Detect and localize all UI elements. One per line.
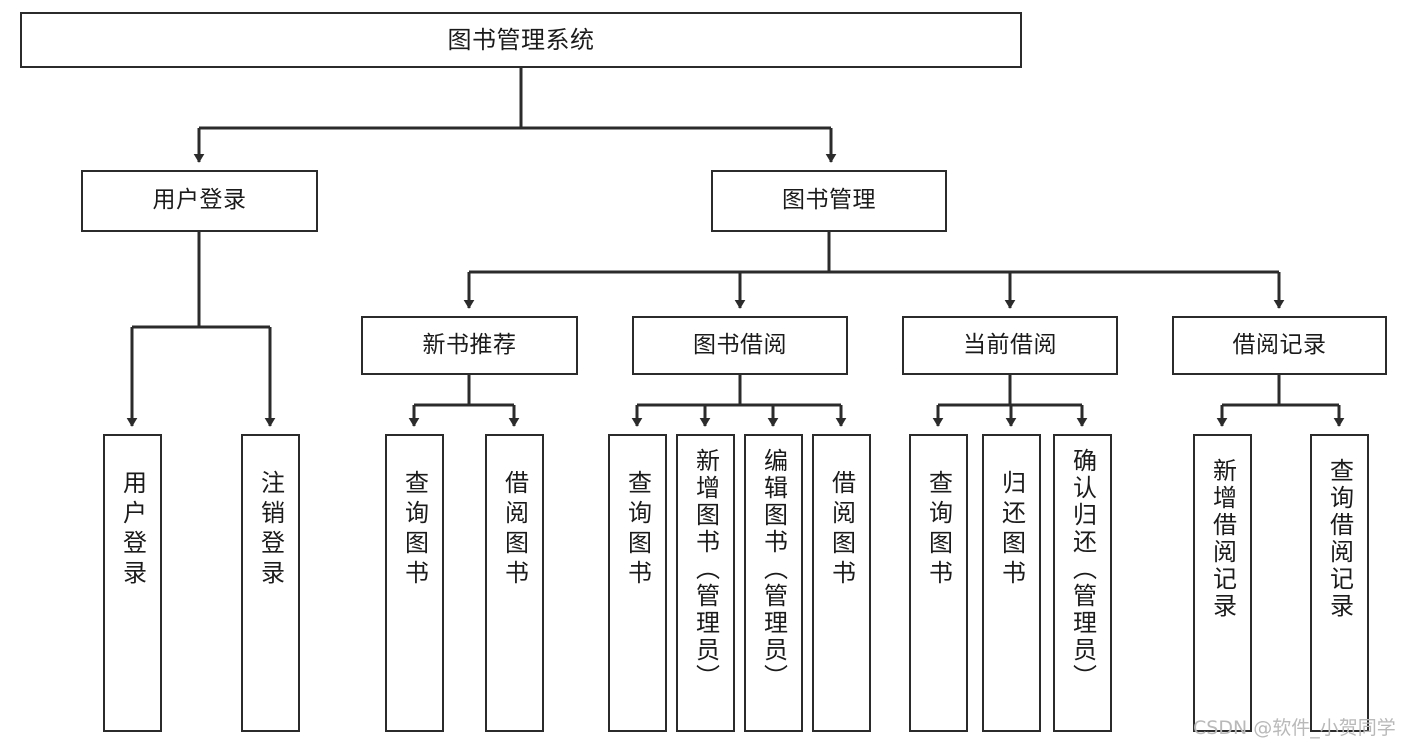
node-label: 归还图书 — [997, 470, 1026, 590]
node-label: 查询图书 — [924, 470, 953, 590]
node-current-borrow[interactable]: 当前借阅 — [902, 316, 1118, 375]
edge-group-book-manage — [463, 232, 1285, 309]
node-label: 注销登录 — [256, 470, 285, 590]
node-label: 当前借阅 — [963, 331, 1057, 358]
node-label: 用户登录 — [118, 470, 147, 590]
node-leaf-query-borrow-record[interactable]: 查询借阅记录 — [1310, 434, 1369, 732]
node-root-system[interactable]: 图书管理系统 — [20, 12, 1022, 68]
node-label: 借阅记录 — [1232, 331, 1327, 358]
node-label: 新书推荐 — [422, 331, 517, 358]
node-leaf-confirm-return-admin[interactable]: 确认归还（管理员） — [1053, 434, 1112, 732]
node-label: 新增图书（管理员） — [691, 448, 720, 691]
node-new-book-recommend[interactable]: 新书推荐 — [361, 316, 578, 375]
node-label: 图书管理 — [782, 187, 876, 214]
node-leaf-borrow-book[interactable]: 借阅图书 — [812, 434, 871, 732]
node-label: 用户登录 — [152, 187, 247, 214]
node-leaf-add-borrow-record[interactable]: 新增借阅记录 — [1193, 434, 1252, 732]
node-leaf-borrow-add-book-admin[interactable]: 新增图书（管理员） — [676, 434, 735, 732]
node-user-login[interactable]: 用户登录 — [81, 170, 318, 232]
node-leaf-recommend-borrow-book[interactable]: 借阅图书 — [485, 434, 544, 732]
node-leaf-borrow-query-book[interactable]: 查询图书 — [608, 434, 667, 732]
node-label: 编辑图书（管理员） — [759, 448, 788, 691]
node-label: 查询图书 — [400, 470, 429, 590]
edge-group-borrow-record — [1216, 375, 1345, 427]
edge-group-user-login — [126, 232, 276, 427]
node-book-borrow[interactable]: 图书借阅 — [632, 316, 848, 375]
node-leaf-user-login[interactable]: 用户登录 — [103, 434, 162, 732]
node-leaf-recommend-query-book[interactable]: 查询图书 — [385, 434, 444, 732]
watermark-text: CSDN @软件_小贺同学 — [1193, 717, 1396, 739]
node-leaf-current-query-book[interactable]: 查询图书 — [909, 434, 968, 732]
node-label: 借阅图书 — [827, 470, 856, 590]
node-borrow-record[interactable]: 借阅记录 — [1172, 316, 1387, 375]
edge-group-current-borrow — [932, 375, 1088, 427]
node-label: 借阅图书 — [500, 470, 529, 590]
edge-group-new-book-rec — [408, 375, 520, 427]
node-leaf-user-logout[interactable]: 注销登录 — [241, 434, 300, 732]
edge-group-book-borrow — [631, 375, 847, 427]
node-label: 确认归还（管理员） — [1068, 448, 1097, 691]
edge-group-root — [193, 68, 837, 163]
node-label: 图书借阅 — [693, 331, 787, 358]
node-label: 新增借阅记录 — [1208, 458, 1237, 620]
node-label: 查询借阅记录 — [1325, 458, 1354, 620]
node-label: 查询图书 — [623, 470, 652, 590]
node-label: 图书管理系统 — [447, 25, 595, 54]
node-leaf-borrow-edit-book-admin[interactable]: 编辑图书（管理员） — [744, 434, 803, 732]
node-leaf-return-book[interactable]: 归还图书 — [982, 434, 1041, 732]
node-book-management[interactable]: 图书管理 — [711, 170, 947, 232]
